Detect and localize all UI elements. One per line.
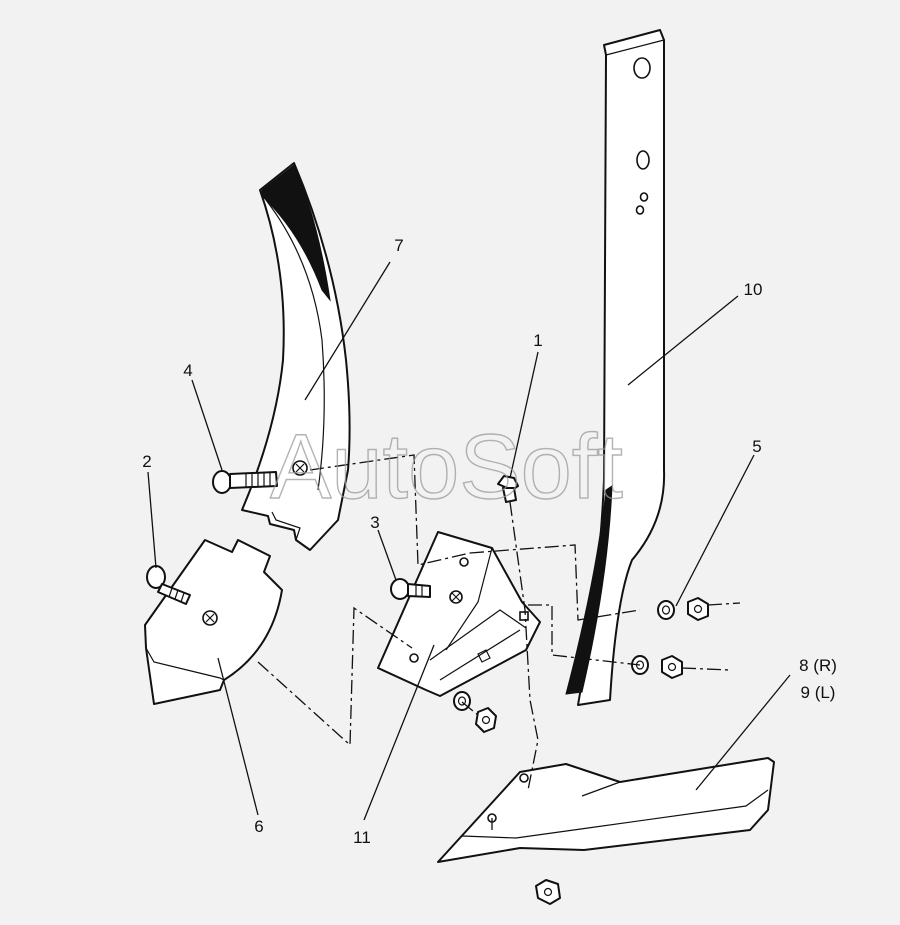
callout-labels: 1 2 3 4 5 6 7 8 (R) 9 (L) 10 11 (142, 236, 837, 847)
callout-10: 10 (744, 280, 763, 299)
watermark: AutoSoft (270, 416, 623, 518)
callout-8: 8 (R) (799, 656, 837, 675)
moldboard-part-7 (241, 162, 351, 551)
washer-nut-lower-5 (631, 655, 683, 679)
shank-part-10 (565, 29, 666, 706)
callout-5: 5 (752, 437, 761, 456)
nut-share (535, 879, 561, 905)
callout-4: 4 (183, 361, 192, 380)
bolt-part-4 (212, 470, 278, 494)
callout-3: 3 (370, 513, 379, 532)
callout-1: 1 (533, 331, 542, 350)
callout-11: 11 (353, 828, 371, 847)
assembly-lines (257, 454, 741, 830)
callout-6: 6 (254, 817, 263, 836)
bolt-part-1 (497, 475, 519, 503)
leader-lines (147, 261, 791, 821)
callout-2: 2 (142, 452, 151, 471)
callout-7: 7 (394, 236, 403, 255)
washer-nut-lower-11 (453, 691, 497, 733)
share-mount-part-11 (377, 531, 541, 697)
share-part-8-9 (437, 757, 775, 863)
washer-nut-upper-5 (657, 597, 709, 621)
bolt-part-2 (146, 565, 191, 605)
callout-9: 9 (L) (801, 683, 836, 702)
bolt-part-3 (390, 578, 431, 600)
shin-part-6 (144, 539, 283, 705)
